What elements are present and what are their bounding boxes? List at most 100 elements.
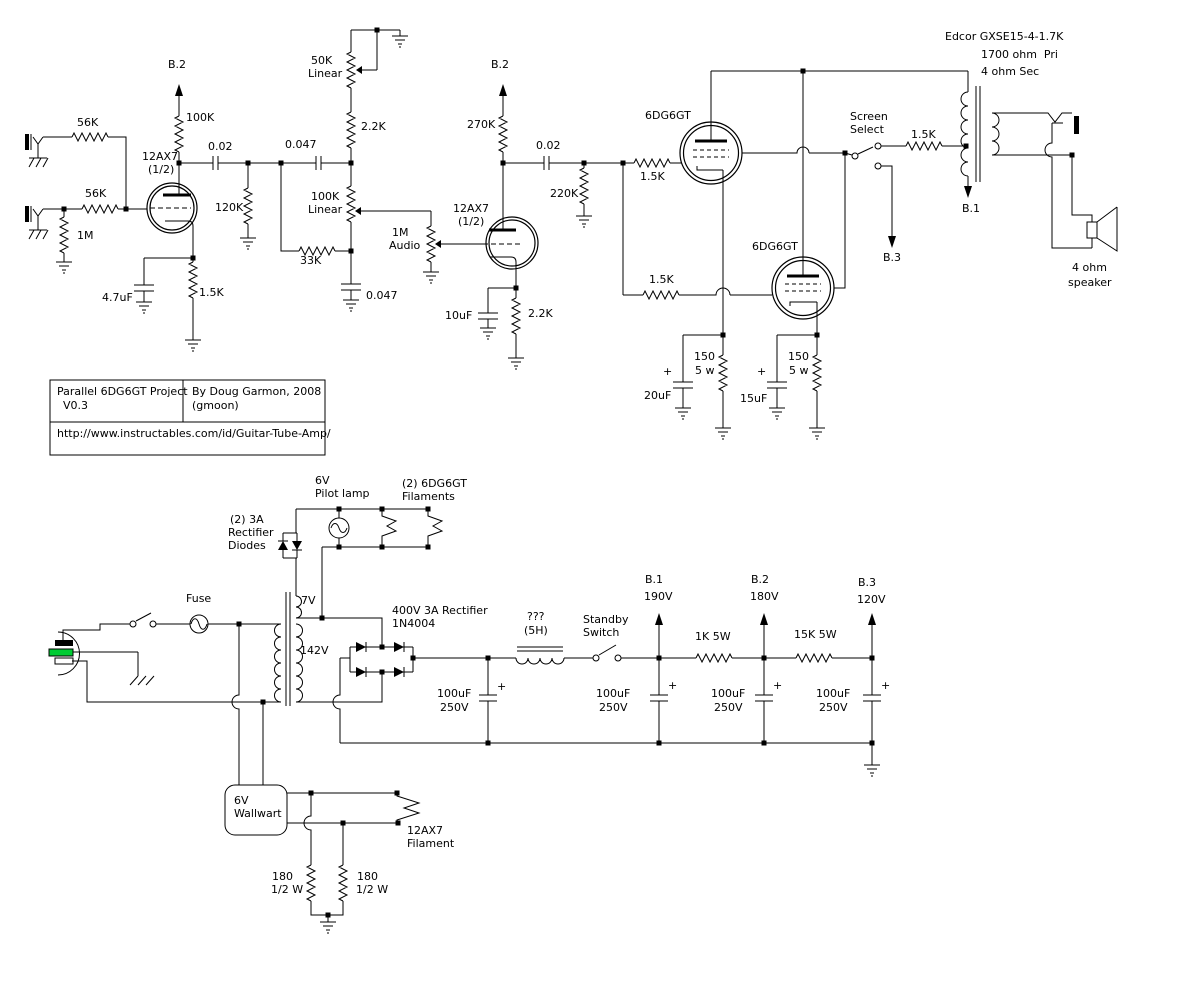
filter-cap-1-voltage-label: 250V xyxy=(440,701,469,714)
plate-resistor-1-label: 100K xyxy=(186,111,215,124)
filter-cap-2-label: 100uF xyxy=(596,687,631,700)
input-resistor-2-label: 56K xyxy=(85,187,107,200)
filter-cap-4-label: 100uF xyxy=(816,687,851,700)
cathode-cap-lower-plus: + xyxy=(757,365,767,378)
treble-pot-taper-label: Linear xyxy=(308,67,343,80)
b3-voltage-label: 120V xyxy=(857,593,886,606)
speaker-label-2: speaker xyxy=(1068,276,1112,289)
second-gain-stage xyxy=(478,84,772,370)
filter-cap-2-plus: + xyxy=(668,679,678,692)
speaker-voice-coil xyxy=(1086,221,1098,239)
first-gain-stage xyxy=(43,84,351,352)
cathode-cap-upper-label: 20uF xyxy=(644,389,672,402)
bypass-cap-2-label: 10uF xyxy=(445,309,473,322)
b1-rail-label: B.1 xyxy=(645,573,664,586)
screen-select-label-2: Select xyxy=(850,123,884,136)
b1-voltage-label: 190V xyxy=(644,590,673,603)
title-author: By Doug Garmon, 2008 xyxy=(192,385,322,398)
screen-resistor-label: 1.5K xyxy=(911,128,936,141)
heater-rectifier-diodes xyxy=(278,532,302,559)
tube2-section-label: (1/2) xyxy=(458,215,485,228)
filter-cap-2-symbol xyxy=(649,694,669,702)
filter-cap-1-plus: + xyxy=(497,680,507,693)
tube4-grids xyxy=(785,283,821,292)
cathode-cap-lower-label: 15uF xyxy=(740,392,768,405)
cathode-cap-upper-plus: + xyxy=(663,365,673,378)
filter-cap-1-symbol xyxy=(478,694,498,702)
plate-resistor-2-label: 270K xyxy=(467,118,496,131)
wallwart-label-2: Wallwart xyxy=(234,807,282,820)
fuse-label: Fuse xyxy=(186,592,212,605)
choke-label-1: ??? xyxy=(527,610,545,623)
grid-resistor-2-label: 220K xyxy=(550,187,579,200)
pilot-lamp-label-2: Pilot lamp xyxy=(315,487,370,500)
tube2-name-label: 12AX7 xyxy=(453,202,490,215)
filter-cap-3-symbol xyxy=(754,694,774,702)
filaments-label-1: (2) 6DG6GT xyxy=(402,477,467,490)
tone-stack xyxy=(341,29,486,312)
input-jack-2 xyxy=(24,205,49,240)
treble-resistor-label: 2.2K xyxy=(361,120,386,133)
filter-cap-4-symbol xyxy=(862,694,882,702)
b1-label-top: B.1 xyxy=(962,202,981,215)
b1-arrow xyxy=(964,186,972,198)
title-author-alias: (gmoon) xyxy=(192,399,239,412)
filter-cap-3-label: 100uF xyxy=(711,687,746,700)
power-tube-lower-label: 6DG6GT xyxy=(752,240,798,253)
cathode-resistor-2-label: 2.2K xyxy=(528,307,553,320)
preamp-filament-label-1: 12AX7 xyxy=(407,824,444,837)
pilot-lamp-label-1: 6V xyxy=(315,474,330,487)
filter-cap-1-label: 100uF xyxy=(437,687,472,700)
tube1-section-label: (1/2) xyxy=(148,163,175,176)
output-transformer-primary-label: 1700 ohm Pri xyxy=(981,48,1058,61)
b2-supply-label-2: B.2 xyxy=(491,58,510,71)
title-block-frame xyxy=(49,379,326,456)
plug-earth-prong xyxy=(48,648,74,657)
standby-label-1: Standby xyxy=(583,613,629,626)
b2-supply-label-1: B.2 xyxy=(168,58,187,71)
filter-cap-4-voltage-label: 250V xyxy=(819,701,848,714)
dropping-resistor-1-label: 1K 5W xyxy=(695,630,731,643)
cathode-resistor-1-label: 1.5K xyxy=(199,286,224,299)
preamp-filament-label-2: Filament xyxy=(407,837,455,850)
heater-resistor-1-watt-label: 1/2 W xyxy=(271,883,304,896)
bass-resistor-label: 33K xyxy=(300,254,322,267)
title-project: Parallel 6DG6GT Project xyxy=(57,385,188,398)
filament-symbol-2 xyxy=(427,508,443,548)
cathode-resistor-lower-label: 150 xyxy=(788,350,809,363)
bypass-cap-1-label: 4.7uF xyxy=(102,291,133,304)
dropping-resistor-2-label: 15K 5W xyxy=(794,628,837,641)
rectifier-label-2: 1N4004 xyxy=(392,617,436,630)
bridge-rectifier xyxy=(332,642,414,743)
output-transformer-secondary-label: 4 ohm Sec xyxy=(981,65,1040,78)
cathode-resistor-upper-watt-label: 5 w xyxy=(695,364,715,377)
b3-rail-arrow xyxy=(868,613,876,625)
standby-label-2: Switch xyxy=(583,626,620,639)
heater-resistor-2-watt-label: 1/2 W xyxy=(356,883,389,896)
plug-hot-prong xyxy=(55,640,73,646)
tone-cap-in-label: 0.047 xyxy=(285,138,317,151)
pilot-lamp xyxy=(296,508,428,618)
b3-arrow xyxy=(888,236,896,248)
input-jack-1 xyxy=(24,133,49,168)
choke-label-2: (5H) xyxy=(524,624,548,637)
bass-wiper-arrow xyxy=(355,207,361,215)
b2-arrow-1 xyxy=(175,84,183,96)
power-tubes xyxy=(673,70,968,440)
grid-stopper-lower-label: 1.5K xyxy=(649,273,674,286)
filter-cap-3-voltage-label: 250V xyxy=(714,701,743,714)
ht-winding-label: 142V xyxy=(300,644,329,657)
filter-cap-3-plus: + xyxy=(773,679,783,692)
b2-arrow-2 xyxy=(499,84,507,96)
volume-pot-taper-label: Audio xyxy=(389,239,421,252)
b2-rail-label: B.2 xyxy=(751,573,770,586)
filaments-label-2: Filaments xyxy=(402,490,455,503)
output-transformer xyxy=(960,71,1000,198)
screen-select-switch xyxy=(851,142,964,248)
screen-select-label-1: Screen xyxy=(850,110,888,123)
filter-section xyxy=(340,613,882,777)
plug-neutral-prong xyxy=(54,657,74,665)
bass-pot-taper-label: Linear xyxy=(308,203,343,216)
wallwart-label-1: 6V xyxy=(234,794,249,807)
